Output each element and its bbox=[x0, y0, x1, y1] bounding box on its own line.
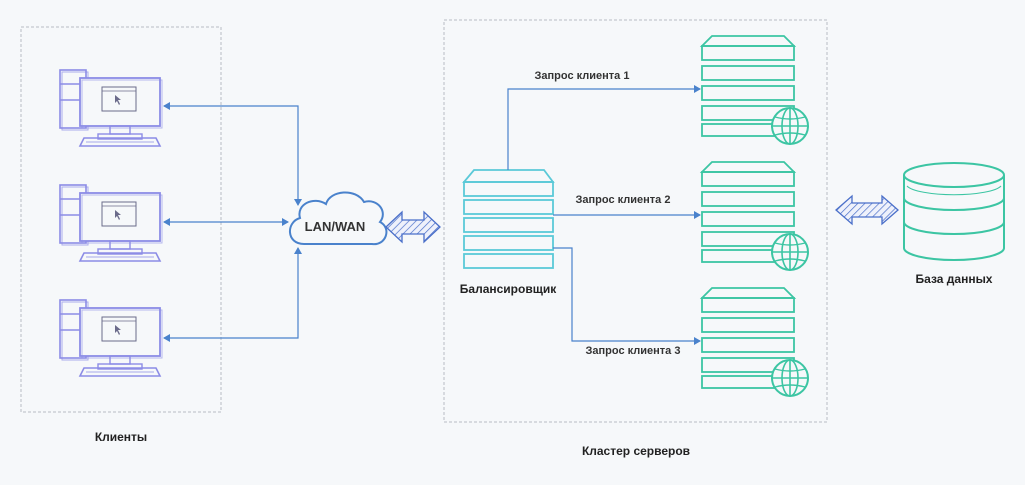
cloud-label: LAN/WAN bbox=[305, 219, 366, 234]
request-label-3: Запрос клиента 3 bbox=[586, 345, 681, 357]
client-computer-icon-3 bbox=[59, 299, 163, 377]
request-label-1: Запрос клиента 1 bbox=[535, 70, 630, 82]
database-cylinder-icon bbox=[903, 162, 1005, 261]
client-computer-icon-1 bbox=[59, 69, 163, 147]
cluster-database-double-arrow bbox=[835, 194, 899, 226]
balancer-connectors bbox=[507, 85, 701, 345]
cluster-group-box bbox=[443, 19, 828, 423]
clients-group-label: Клиенты bbox=[95, 430, 147, 444]
server-with-globe-icon-1 bbox=[701, 35, 809, 145]
database-label: База данных bbox=[916, 272, 993, 286]
cloud-balancer-double-arrow bbox=[385, 210, 441, 244]
cloud-icon bbox=[289, 191, 388, 246]
cluster-group-label: Кластер серверов bbox=[582, 444, 690, 458]
request-label-2: Запрос клиента 2 bbox=[576, 194, 671, 206]
server-with-globe-icon-3 bbox=[701, 287, 809, 397]
server-with-globe-icon-2 bbox=[701, 161, 809, 271]
balancer-server-stack-icon bbox=[462, 169, 555, 269]
client-computer-icon-2 bbox=[59, 184, 163, 262]
client-connectors bbox=[163, 102, 302, 342]
balancer-label: Балансировщик bbox=[460, 282, 557, 296]
